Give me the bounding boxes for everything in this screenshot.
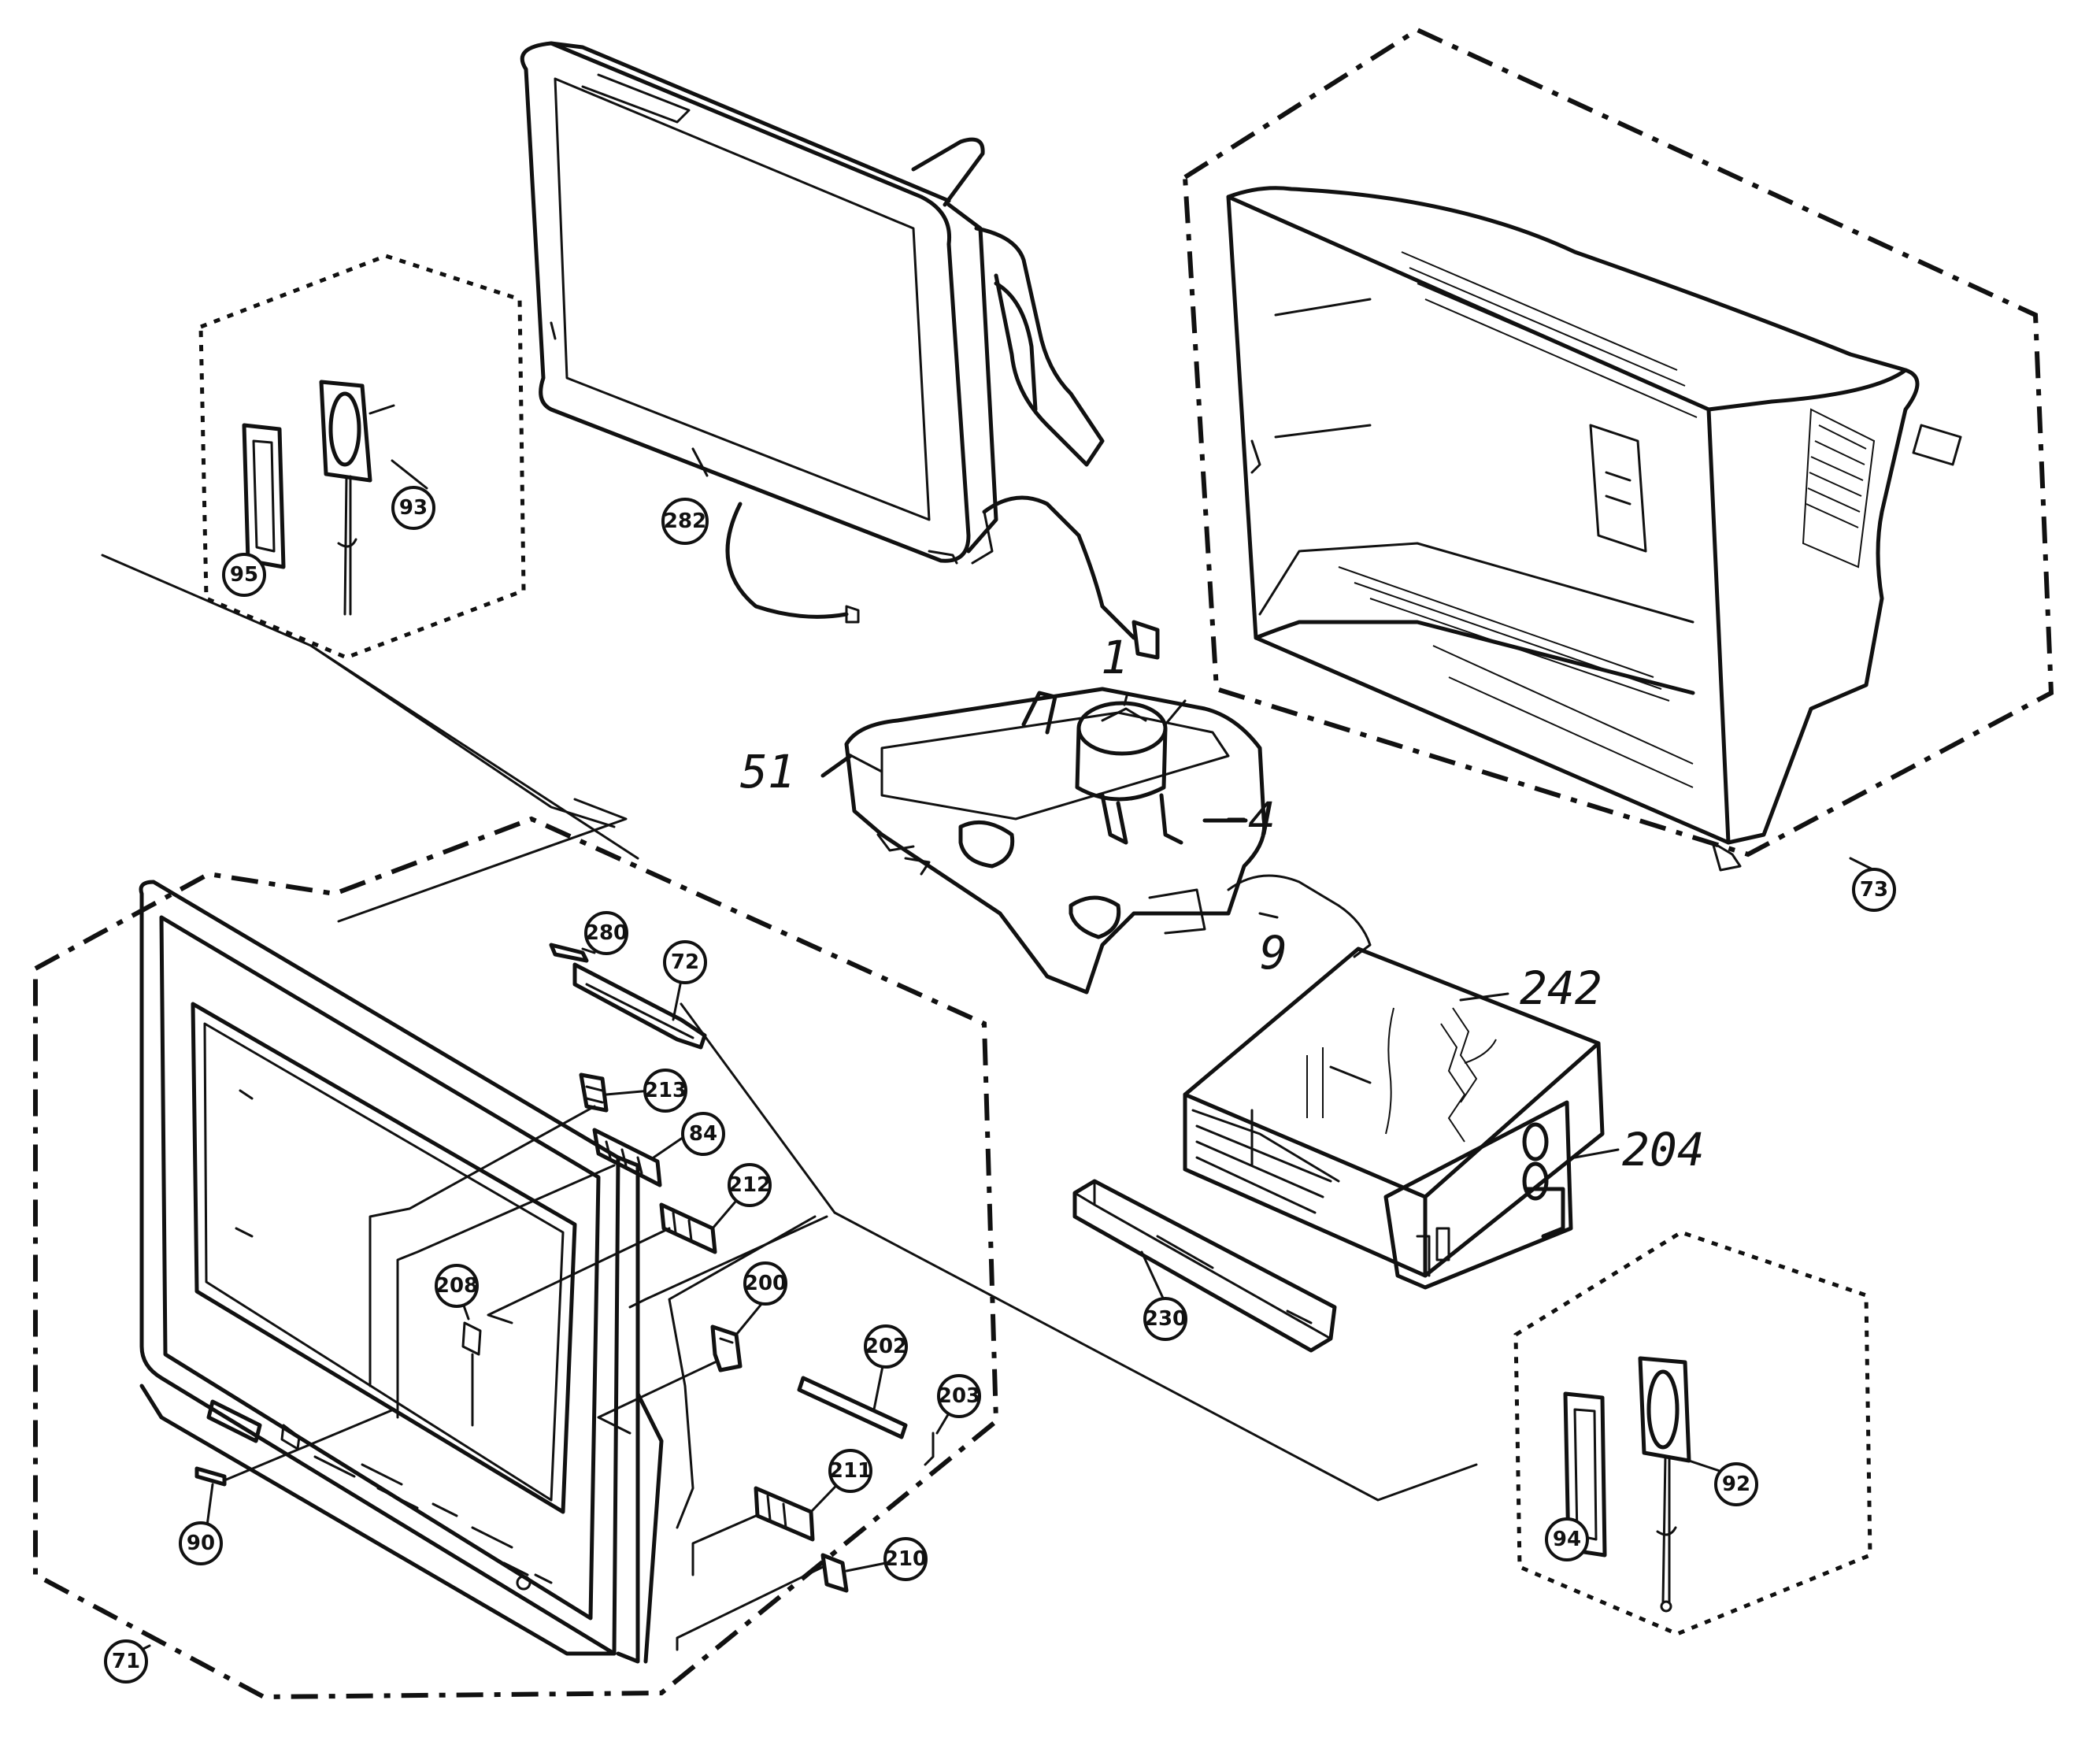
callout-200: 200 bbox=[743, 1261, 787, 1306]
chassis-wiring bbox=[1306, 1007, 1497, 1143]
bracket-230 bbox=[1072, 1179, 1337, 1353]
label-211: 211 bbox=[829, 1459, 872, 1483]
callout-90: 90 bbox=[179, 1521, 223, 1565]
callout-71: 71 bbox=[104, 1639, 148, 1684]
callout-94: 94 bbox=[1545, 1517, 1589, 1561]
label-9: 9 bbox=[1260, 926, 1287, 980]
front-cabinet bbox=[139, 880, 664, 1664]
label-71: 71 bbox=[112, 1650, 140, 1673]
label-208: 208 bbox=[435, 1274, 478, 1298]
callout-93: 93 bbox=[391, 486, 435, 530]
callout-208: 208 bbox=[435, 1264, 479, 1308]
callout-212: 212 bbox=[728, 1163, 772, 1207]
label-1: 1 bbox=[1101, 631, 1128, 684]
group-outlines bbox=[33, 27, 2054, 1700]
callout-92: 92 bbox=[1714, 1462, 1758, 1506]
handwritten-labels: 1 51 4 9 242 204 bbox=[740, 631, 1705, 1176]
front-cabinet-group-outline bbox=[33, 816, 999, 1700]
label-94: 94 bbox=[1553, 1528, 1581, 1551]
right-speaker-group-outline bbox=[1513, 1230, 1872, 1636]
label-92: 92 bbox=[1722, 1472, 1750, 1496]
callout-202: 202 bbox=[864, 1324, 908, 1369]
callout-95: 95 bbox=[222, 553, 266, 597]
label-204: 204 bbox=[1622, 1123, 1705, 1176]
label-212: 212 bbox=[728, 1173, 771, 1197]
label-93: 93 bbox=[399, 496, 428, 520]
callout-84: 84 bbox=[681, 1112, 725, 1156]
label-95: 95 bbox=[230, 563, 258, 587]
label-90: 90 bbox=[187, 1532, 215, 1555]
label-200: 200 bbox=[744, 1272, 787, 1295]
left-speaker-group-outline bbox=[198, 254, 526, 660]
callout-213: 213 bbox=[643, 1069, 687, 1113]
callout-210: 210 bbox=[883, 1537, 928, 1581]
callout-leaders bbox=[140, 447, 1876, 1651]
label-84: 84 bbox=[689, 1122, 717, 1146]
chassis-assembly bbox=[1183, 946, 1605, 1290]
callout-211: 211 bbox=[828, 1449, 872, 1493]
label-4: 4 bbox=[1248, 792, 1276, 846]
left-speaker-assembly bbox=[242, 380, 395, 616]
label-72: 72 bbox=[671, 950, 699, 974]
front-small-parts bbox=[194, 943, 935, 1651]
vcr-deck-mechanism bbox=[844, 687, 1372, 995]
callout-72: 72 bbox=[663, 940, 707, 984]
label-73: 73 bbox=[1860, 878, 1888, 902]
callout-73: 73 bbox=[1852, 868, 1896, 912]
label-213: 213 bbox=[644, 1079, 687, 1102]
cabinet-back-group-outline bbox=[1182, 27, 2054, 858]
reference-lines bbox=[101, 554, 1478, 1502]
right-speaker-assembly bbox=[1563, 1356, 1691, 1613]
crt-picture-tube bbox=[520, 41, 1160, 660]
label-230: 230 bbox=[1144, 1307, 1187, 1331]
label-210: 210 bbox=[884, 1547, 927, 1571]
label-203: 203 bbox=[938, 1384, 980, 1408]
cabinet-back bbox=[1226, 186, 1962, 872]
callout-203: 203 bbox=[937, 1374, 981, 1418]
label-51: 51 bbox=[740, 745, 795, 798]
callout-280: 280 bbox=[584, 911, 628, 955]
label-242: 242 bbox=[1520, 961, 1602, 1015]
callout-282: 282 bbox=[661, 498, 709, 545]
label-202: 202 bbox=[865, 1335, 907, 1358]
cabinet-back-vents bbox=[1338, 251, 1876, 788]
callout-230: 230 bbox=[1143, 1297, 1187, 1341]
label-282: 282 bbox=[664, 509, 706, 533]
label-280: 280 bbox=[585, 921, 628, 945]
